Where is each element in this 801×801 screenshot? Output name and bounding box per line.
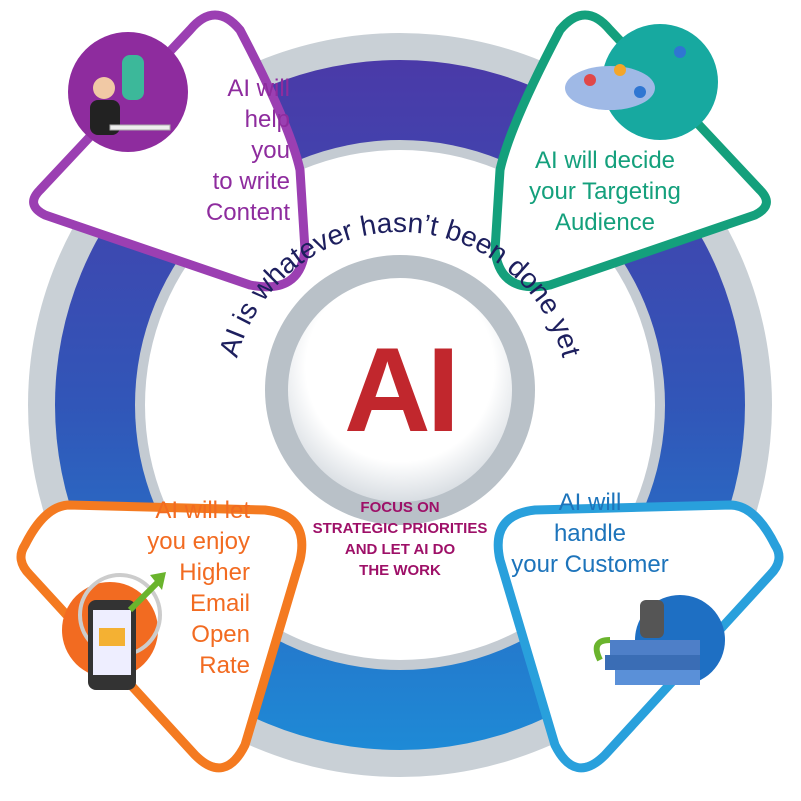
card-line: Email	[189, 590, 250, 617]
card-line: Audience	[554, 209, 656, 236]
focus-line: FOCUS ON	[360, 499, 440, 516]
card-line: to write	[212, 168, 290, 195]
card-line: Open	[191, 621, 250, 648]
card-line: AI will	[558, 489, 622, 516]
card-line: your Customer	[511, 551, 669, 578]
card-line: help	[244, 106, 290, 133]
person-writing-with-robot-icon	[68, 32, 188, 152]
card-line: you enjoy	[147, 528, 250, 555]
card-line: AI will	[227, 75, 290, 102]
focus-text: FOCUS ON STRATEGIC PRIORITIES AND LET AI…	[290, 497, 510, 581]
center-disc	[288, 278, 512, 502]
world-map-social-icon	[565, 24, 718, 140]
card-line: your Targeting	[529, 178, 681, 205]
focus-line: AND LET AI DO	[344, 541, 456, 558]
card-line: you	[251, 137, 290, 164]
card-line: Content	[205, 199, 290, 226]
focus-line: THE WORK	[359, 562, 441, 579]
card-line: Higher	[179, 559, 250, 586]
card-line: handle	[553, 520, 627, 547]
card-email-shape	[16, 500, 307, 773]
phone-email-open-icon	[62, 572, 166, 690]
card-line: Rate	[199, 652, 250, 679]
card-line: AI will let	[155, 497, 250, 524]
center-ai-label: AI	[344, 323, 460, 457]
card-content-shape	[29, 10, 310, 292]
card-email-text: AI will let you enjoy Higher Email Open …	[120, 495, 250, 681]
card-audience-text: AI will decide your Targeting Audience	[510, 145, 700, 238]
focus-line: STRATEGIC PRIORITIES	[312, 520, 488, 537]
card-line: AI will decide	[534, 147, 676, 174]
card-customer-text: AI will handle your Customer	[490, 487, 690, 580]
card-audience-shape	[490, 10, 771, 292]
robot-books-icon	[593, 595, 725, 685]
card-content-text: AI will help you to write Content	[150, 73, 290, 228]
